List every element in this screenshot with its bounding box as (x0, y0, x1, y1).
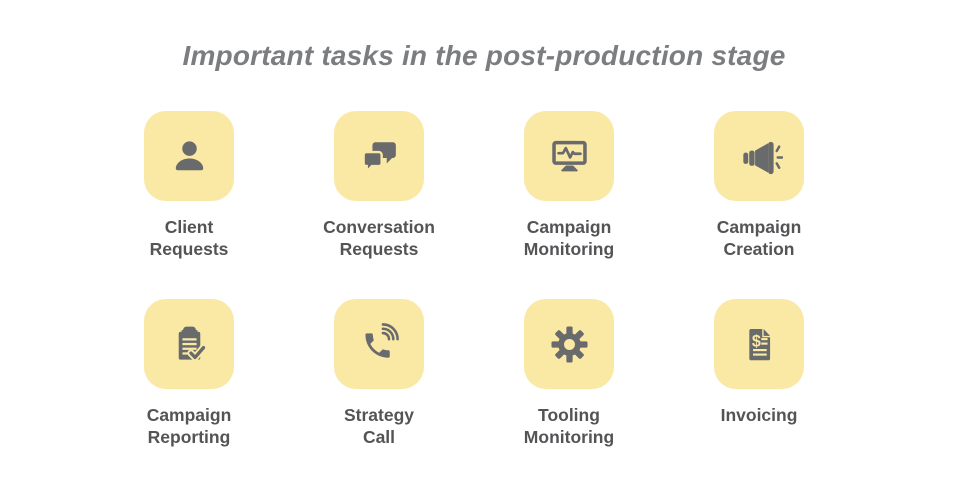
megaphone-icon (714, 111, 804, 201)
invoice-dollar-icon: $ (714, 299, 804, 389)
phone-call-icon (334, 299, 424, 389)
svg-text:$: $ (751, 332, 760, 350)
task-card-campaign-monitoring: Campaign Monitoring (494, 111, 644, 260)
clipboard-check-icon (144, 299, 234, 389)
monitor-pulse-icon (524, 111, 614, 201)
infographic-page: Important tasks in the post-production s… (0, 40, 968, 494)
page-title: Important tasks in the post-production s… (182, 40, 786, 71)
task-card-client-requests: Client Requests (114, 111, 264, 260)
task-card-conversation-requests: Conversation Requests (304, 111, 454, 260)
task-card-tooling-monitoring: Tooling Monitoring (494, 299, 644, 448)
task-card-strategy-call: Strategy Call (304, 299, 454, 448)
task-label: Tooling Monitoring (523, 405, 615, 447)
task-label: Campaign Reporting (146, 405, 232, 447)
task-card-campaign-creation: Campaign Creation (684, 111, 834, 260)
task-card-invoicing: $ Invoicing (684, 299, 834, 448)
gear-icon (524, 299, 614, 389)
task-label: Conversation Requests (323, 217, 435, 259)
task-card-campaign-reporting: Campaign Reporting (114, 299, 264, 448)
task-label: Strategy Call (343, 405, 415, 447)
chat-bubbles-icon (334, 111, 424, 201)
task-label: Campaign Creation (716, 217, 802, 259)
task-label: Invoicing (720, 405, 798, 425)
task-label: Campaign Monitoring (523, 217, 615, 259)
task-label: Client Requests (149, 217, 229, 259)
person-icon (144, 111, 234, 201)
task-grid: Client Requests Conversation Requests (114, 111, 834, 448)
